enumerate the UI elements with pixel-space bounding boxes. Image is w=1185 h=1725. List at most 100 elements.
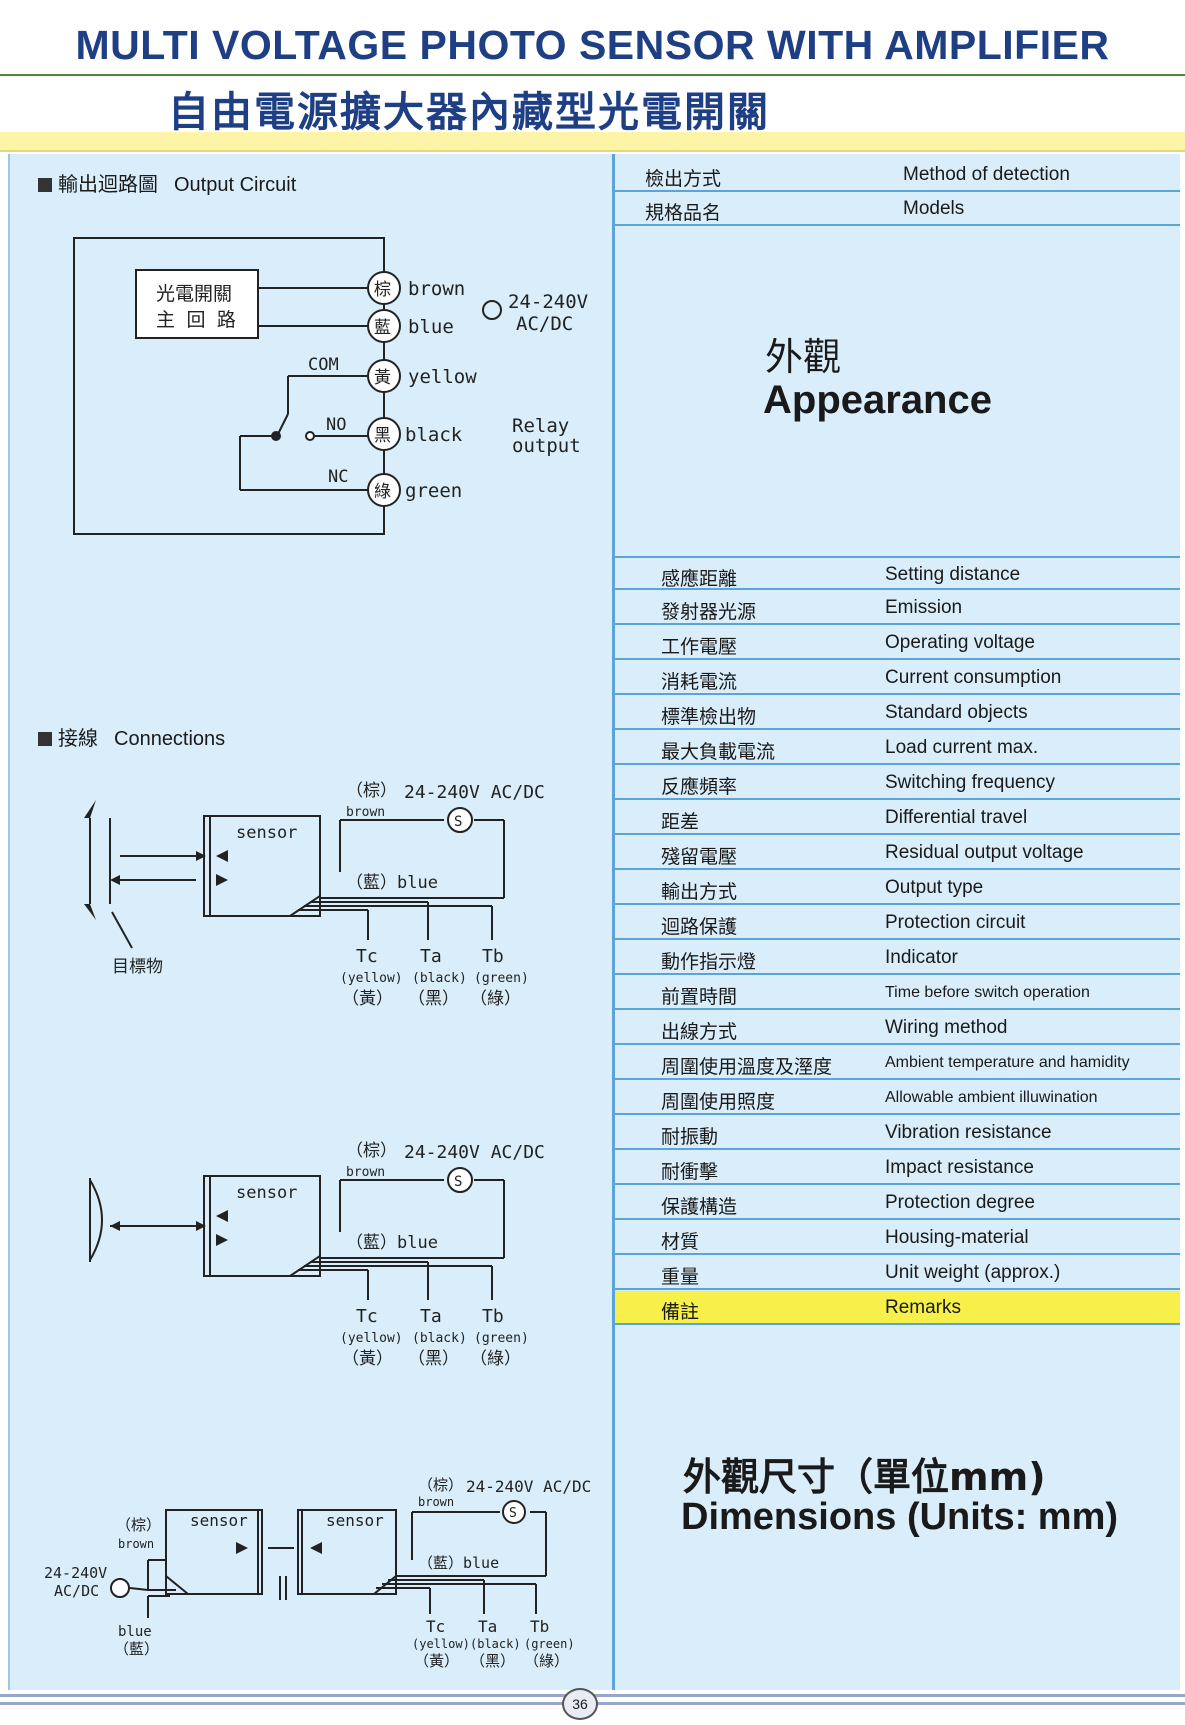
spec-row-method: 檢出方式 Method of detection — [615, 158, 1180, 192]
box-label-line1: 光電開關 — [156, 283, 232, 305]
box-label-line2: 主 回 路 — [156, 309, 236, 331]
ac-source-icon — [447, 1167, 473, 1193]
svg-text:sensor: sensor — [190, 1511, 248, 1530]
svg-text:（棕）: （棕） — [116, 1516, 161, 1534]
wire-green-label: green — [405, 480, 462, 502]
svg-text:（藍）blue: （藍）blue — [418, 1554, 499, 1572]
svg-text:24-240V AC/DC: 24-240V AC/DC — [404, 1142, 545, 1163]
title-english: MULTI VOLTAGE PHOTO SENSOR WITH AMPLIFIE… — [75, 22, 1110, 68]
svg-text:(black): (black) — [470, 1637, 521, 1651]
left-panel — [8, 154, 612, 1690]
no-label: NO — [326, 415, 346, 435]
svg-text:(green): (green) — [474, 971, 529, 986]
arrow-right-icon — [196, 1221, 206, 1231]
receiver-body — [297, 1509, 397, 1595]
svg-text:(green): (green) — [474, 1331, 529, 1346]
receiver-arrow-icon — [310, 1542, 322, 1554]
svg-text:（黑）: （黑） — [408, 1349, 459, 1369]
supply-label-line2: AC/DC — [516, 313, 573, 335]
svg-text:S: S — [454, 1174, 462, 1190]
relay-label-line1: Relay — [512, 415, 569, 437]
arrow-up-icon — [84, 800, 96, 818]
emitter-arrow-icon — [216, 850, 228, 862]
sensor-label: sensor — [236, 823, 297, 843]
com-label: COM — [308, 355, 339, 375]
svg-text:黑: 黑 — [374, 426, 391, 446]
appearance-title-en: Appearance — [763, 378, 992, 422]
svg-text:Ta: Ta — [420, 1306, 442, 1327]
wire-yellow-label: yellow — [408, 366, 477, 388]
svg-text:綠: 綠 — [374, 482, 391, 502]
arrow-left-icon — [110, 875, 120, 885]
svg-text:（棕）: （棕） — [346, 1141, 397, 1161]
svg-text:（藍）blue: （藍）blue — [346, 1233, 438, 1253]
page-header: MULTI VOLTAGE PHOTO SENSOR WITH AMPLIFIE… — [0, 0, 1185, 152]
svg-text:Ta: Ta — [478, 1617, 497, 1636]
svg-text:24-240V AC/DC: 24-240V AC/DC — [466, 1477, 591, 1496]
supply-label-line1: 24-240V — [508, 291, 588, 313]
svg-text:sensor: sensor — [236, 1183, 297, 1203]
svg-text:(green): (green) — [524, 1637, 575, 1651]
svg-text:（黃）: （黃） — [342, 989, 393, 1009]
svg-text:Ta: Ta — [420, 946, 442, 967]
ac-source-icon — [502, 1500, 526, 1524]
emitter-arrow-icon — [216, 1210, 228, 1222]
svg-text:（黑）: （黑） — [470, 1652, 515, 1670]
page-number: 36 — [562, 1688, 598, 1720]
svg-text:（綠）: （綠） — [524, 1652, 569, 1670]
svg-text:(yellow): (yellow) — [340, 1331, 403, 1346]
appearance-title-zh: 外觀 — [765, 335, 842, 379]
wiring-diagrams: 光電開關 主 回 路 棕 藍 黃 黑 綠 brown blue yellow b… — [44, 237, 591, 1670]
svg-text:(yellow): (yellow) — [412, 1637, 470, 1651]
svg-text:brown: brown — [346, 1165, 385, 1180]
relay-label-line2: output — [512, 435, 581, 457]
title-divider — [0, 74, 1185, 76]
svg-text:藍: 藍 — [374, 318, 391, 338]
ac-source-icon — [447, 807, 473, 833]
svg-text:Tc: Tc — [426, 1617, 445, 1636]
square-bullet-icon — [38, 178, 52, 192]
dimensions-title-en: Dimensions (Units: mm) — [681, 1496, 1119, 1538]
arrow-right-icon — [196, 851, 206, 861]
svg-text:黃: 黃 — [374, 368, 391, 388]
spec-panel — [612, 154, 1180, 1690]
svg-text:S: S — [454, 814, 462, 830]
svg-text:S: S — [509, 1506, 517, 1521]
svg-text:（綠）: （綠） — [470, 989, 521, 1009]
svg-text:sensor: sensor — [326, 1511, 384, 1530]
arrow-down-icon — [84, 904, 96, 920]
svg-text:Tb: Tb — [482, 946, 504, 967]
ac-source-icon — [482, 300, 502, 320]
wire-black-label: black — [405, 424, 463, 446]
emitter-body — [165, 1509, 263, 1595]
header-band — [0, 132, 1185, 152]
svg-text:(black): (black) — [412, 971, 467, 986]
receiver-arrow-icon — [216, 874, 228, 886]
svg-text:（棕）: （棕） — [418, 1476, 463, 1494]
nc-label: NC — [328, 467, 348, 487]
square-bullet-icon — [38, 732, 52, 746]
svg-text:（黑）: （黑） — [408, 989, 459, 1009]
target-label: 目標物 — [112, 957, 163, 977]
svg-text:(black): (black) — [412, 1331, 467, 1346]
